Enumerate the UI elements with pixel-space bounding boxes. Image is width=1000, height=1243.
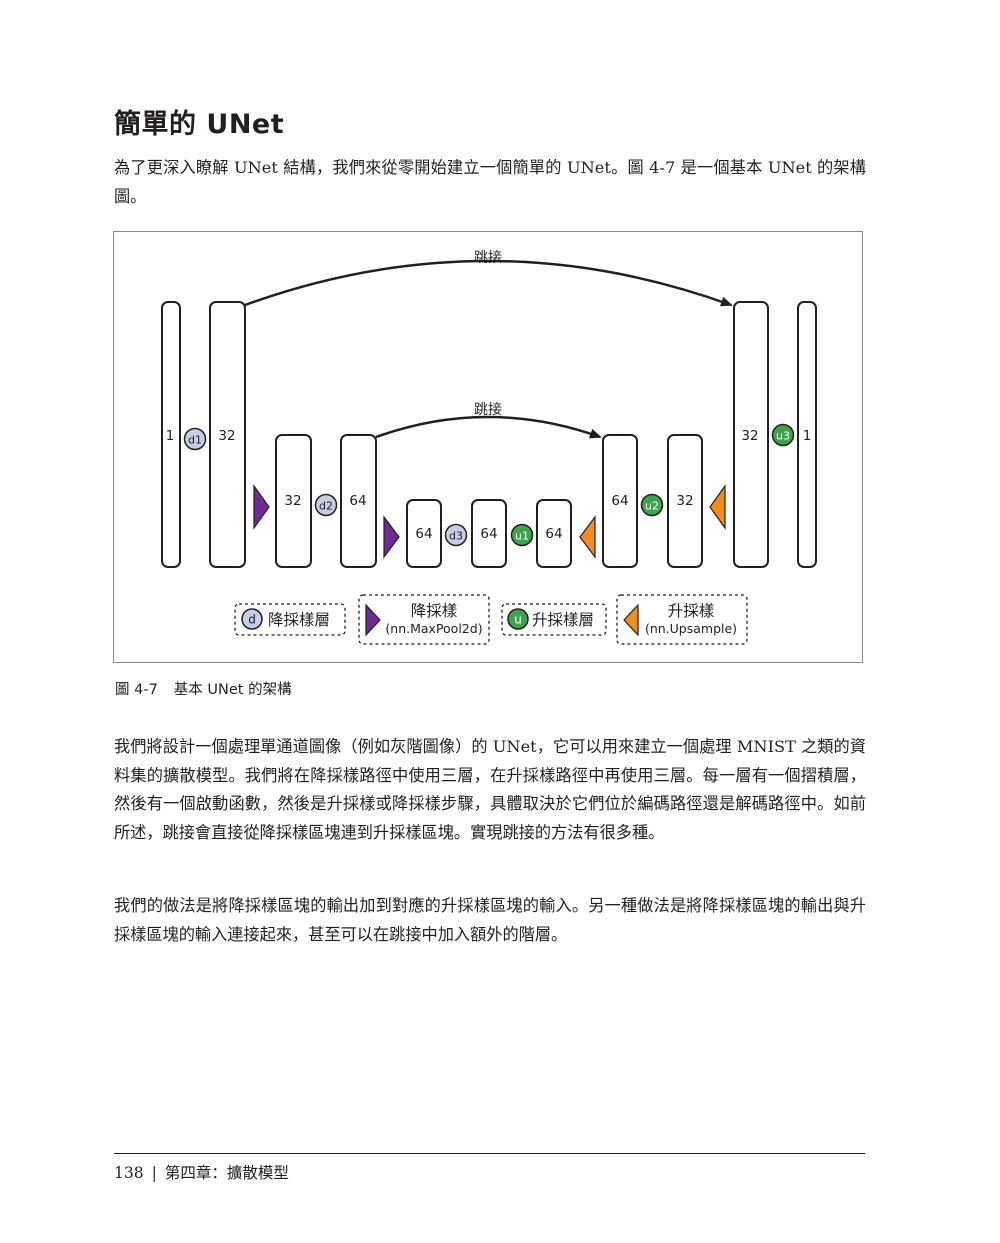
block-label: 64 xyxy=(480,526,497,542)
badge-label: u2 xyxy=(645,500,659,513)
down-badge xyxy=(314,493,338,517)
page-number: 138 xyxy=(114,1164,144,1182)
section-heading: 簡單的 UNet xyxy=(114,109,285,140)
block-label: 64 xyxy=(611,493,628,509)
block-label: 32 xyxy=(218,428,235,444)
block-up1 xyxy=(733,301,769,568)
legend-down-badge-letter: d xyxy=(248,613,256,627)
legend-upsample-sub: (nn.Upsample) xyxy=(645,621,737,636)
up-badge xyxy=(640,493,664,517)
legend-downsample-box xyxy=(358,594,490,645)
block-output xyxy=(797,301,817,568)
chapter-title: 第四章：擴散模型 xyxy=(164,1164,289,1182)
figure-caption: 圖 4-7 基本 UNet 的架構 xyxy=(115,678,292,699)
upsample-arrow xyxy=(579,515,596,559)
skip-arrow-inner xyxy=(375,415,602,439)
downsample-arrow xyxy=(383,515,400,559)
skip-arrow-outer xyxy=(244,259,733,307)
block-label: 1 xyxy=(803,428,812,444)
badge-label: u3 xyxy=(776,430,790,443)
legend-downsample-arrow xyxy=(365,603,381,637)
block-up2b xyxy=(667,434,703,568)
footer-rule xyxy=(114,1153,865,1154)
block-label: 32 xyxy=(741,428,758,444)
badge-label: d1 xyxy=(188,434,202,447)
block-mid1 xyxy=(406,499,442,568)
block-down1 xyxy=(209,301,246,568)
block-label: 32 xyxy=(676,493,693,509)
skip-label-inner: 跳接 xyxy=(474,401,502,418)
block-input xyxy=(161,301,181,568)
block-label: 64 xyxy=(415,526,432,542)
down-badge xyxy=(183,427,207,451)
body-paragraph: 我們的做法是將降採樣區塊的輸出加到對應的升採樣區塊的輸入。另一種做法是將降採樣區… xyxy=(114,896,866,944)
legend-downsample-label: 降採樣 xyxy=(411,602,458,620)
legend: d 降採樣層 降採樣 (nn.MaxPool2d) u 升採樣層 升採樣 (nn… xyxy=(234,594,748,645)
intro-paragraph: 為了更深入瞭解 UNet 結構，我們來從零開始建立一個簡單的 UNet。圖 4-… xyxy=(114,158,866,206)
block-down2b xyxy=(340,434,377,568)
caption-number: 圖 4-7 xyxy=(115,682,158,698)
downsample-arrow xyxy=(253,484,270,530)
down-badge xyxy=(444,523,468,547)
block-up2a xyxy=(602,434,638,568)
body-paragraph: 我們將設計一個處理單通道圖像（例如灰階圖像）的 UNet，它可以用來建立一個處理… xyxy=(114,737,866,842)
block-down2a xyxy=(275,434,312,568)
page-footer: 138 | 第四章：擴散模型 xyxy=(114,1161,289,1183)
block-mid3 xyxy=(536,499,572,568)
legend-up-layer-box xyxy=(501,603,607,636)
unet-diagram-svg: 跳接 跳接 1 32 32 64 64 64 64 64 32 32 1 d1 … xyxy=(161,249,817,645)
upsample-arrow xyxy=(709,484,726,530)
block-label: 1 xyxy=(166,428,175,444)
block-mid2 xyxy=(471,499,507,568)
legend-down-layer-label: 降採樣層 xyxy=(268,611,330,629)
footer-separator: | xyxy=(151,1164,157,1182)
badge-label: d2 xyxy=(319,500,333,513)
unet-diagram: 跳接 跳接 1 32 32 64 64 64 64 64 32 32 1 d1 … xyxy=(113,231,863,663)
block-label: 32 xyxy=(284,493,301,509)
block-label: 64 xyxy=(349,493,366,509)
legend-upsample-label: 升採樣 xyxy=(668,602,715,620)
legend-up-layer-label: 升採樣層 xyxy=(532,611,594,629)
skip-label-outer: 跳接 xyxy=(474,249,502,266)
up-badge xyxy=(510,523,534,547)
legend-downsample-sub: (nn.MaxPool2d) xyxy=(385,621,482,636)
legend-up-badge xyxy=(507,608,529,630)
legend-down-badge xyxy=(241,608,263,630)
up-badge xyxy=(771,423,795,447)
block-label: 64 xyxy=(545,526,562,542)
legend-down-layer-box xyxy=(234,603,346,636)
badge-label: u1 xyxy=(515,530,529,543)
legend-upsample-arrow xyxy=(623,603,639,637)
legend-upsample-box xyxy=(616,594,748,645)
legend-up-badge-letter: u xyxy=(514,613,522,627)
caption-text: 基本 UNet 的架構 xyxy=(173,682,292,698)
badge-label: d3 xyxy=(449,530,463,543)
